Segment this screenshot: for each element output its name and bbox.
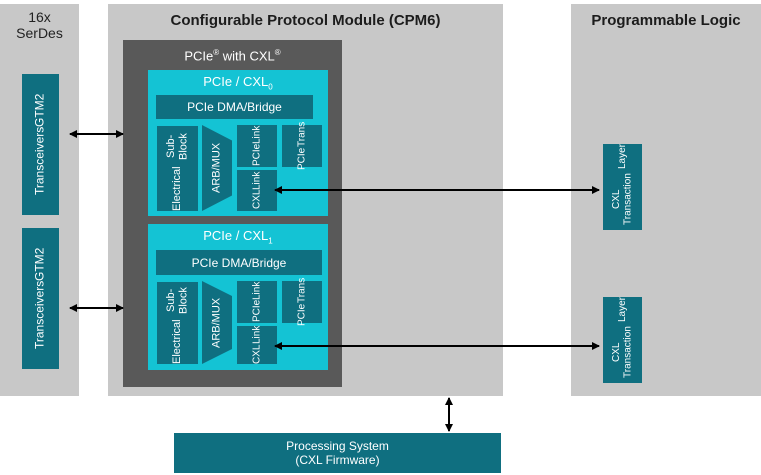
programmable-logic-title: Programmable Logic (591, 12, 741, 29)
serdes-label: SerDes (16, 25, 63, 41)
dma-bridge-0: PCIe DMA/Bridge (156, 95, 313, 119)
serdes-count: 16x (28, 9, 51, 25)
controller-1-title: PCIe / CXL1 (203, 228, 273, 246)
processing-system: Processing System (CXL Firmware) (174, 433, 501, 473)
controller-0-title: PCIe / CXL0 (203, 74, 273, 92)
programmable-logic-panel (571, 4, 761, 396)
pcie-cxl-module-title: PCIe® with CXL® (184, 48, 281, 64)
dma-bridge-1: PCIe DMA/Bridge (156, 250, 322, 275)
cpm-title: Configurable Protocol Module (CPM6) (170, 12, 441, 29)
